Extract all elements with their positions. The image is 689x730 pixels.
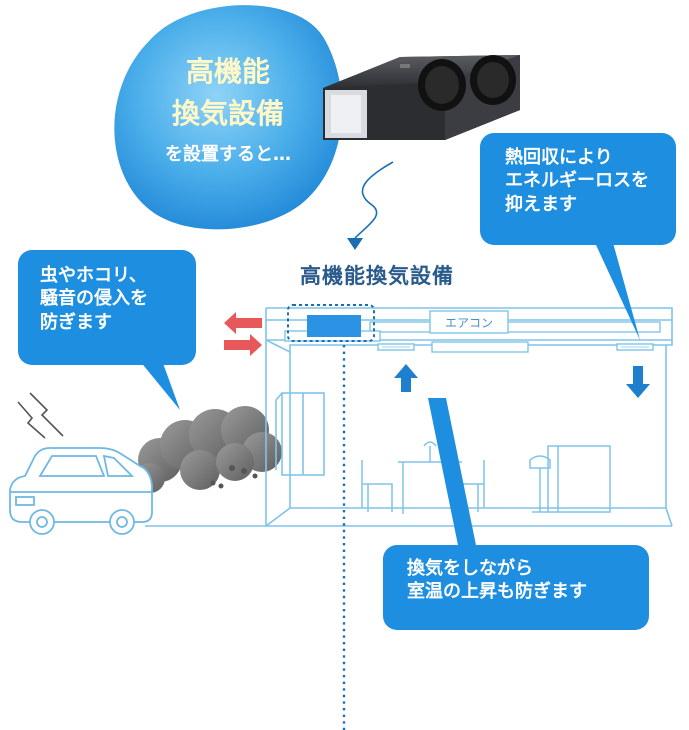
ventilation-unit-icon: [323, 55, 520, 140]
hero-subtitle: を設置すると…: [165, 144, 291, 165]
device-caption: 高機能換気設備: [300, 264, 454, 288]
pointer-arrow-head: [347, 238, 363, 250]
callout-temp-line1: 換気をしながら: [407, 558, 533, 579]
hero-title-line2: 換気設備: [171, 97, 284, 130]
callout-temp-line2: 室温の上昇も防ぎます: [407, 581, 587, 603]
ceiling-vents: [377, 341, 654, 353]
ceiling-vent-unit: [307, 315, 361, 337]
callout-dust-line1: 虫やホコリ、: [40, 265, 147, 286]
arrow-up-icon: [394, 364, 418, 392]
callout-heat-line1: 熱回収により: [505, 147, 613, 168]
hero-title-line1: 高機能: [185, 55, 270, 88]
callout-box-temp: [383, 545, 649, 630]
callout-heat-line2: エネルギーロスを: [505, 170, 649, 192]
aircon-unit: [429, 310, 509, 334]
exhaust-cloud-icon: [135, 406, 282, 493]
counter-set: [529, 445, 611, 513]
lightning-icon: [17, 392, 64, 439]
ceiling-vent-unit-highlight: [287, 304, 375, 342]
hero-blob: [114, 5, 343, 230]
callout-tail-heat: [590, 232, 640, 340]
callout-temperature: 換気をしながら 室温の上昇も防ぎます: [407, 557, 587, 604]
exchange-arrows-icon: [224, 312, 262, 356]
insect-icons: [210, 465, 258, 489]
car-icon: [9, 447, 153, 535]
callout-box-dust: [18, 250, 196, 365]
arrow-down-icon: [626, 366, 650, 398]
callout-dust-line2: 騒音の侵入を: [40, 288, 148, 310]
callout-tail-dust: [135, 355, 180, 410]
callout-tail-temp: [428, 398, 478, 555]
callout-dust-line3: 防ぎます: [40, 311, 112, 333]
pointer-curve: [354, 161, 394, 239]
aircon-label: エアコン: [444, 316, 493, 330]
callout-box-heat: [480, 133, 676, 245]
callout-heat-line3: 抑えます: [505, 193, 577, 215]
callout-heat-recovery: 熱回収により エネルギーロスを 抑えます: [505, 146, 649, 216]
callout-dust-noise: 虫やホコリ、 騒音の侵入を 防ぎます: [40, 264, 148, 334]
